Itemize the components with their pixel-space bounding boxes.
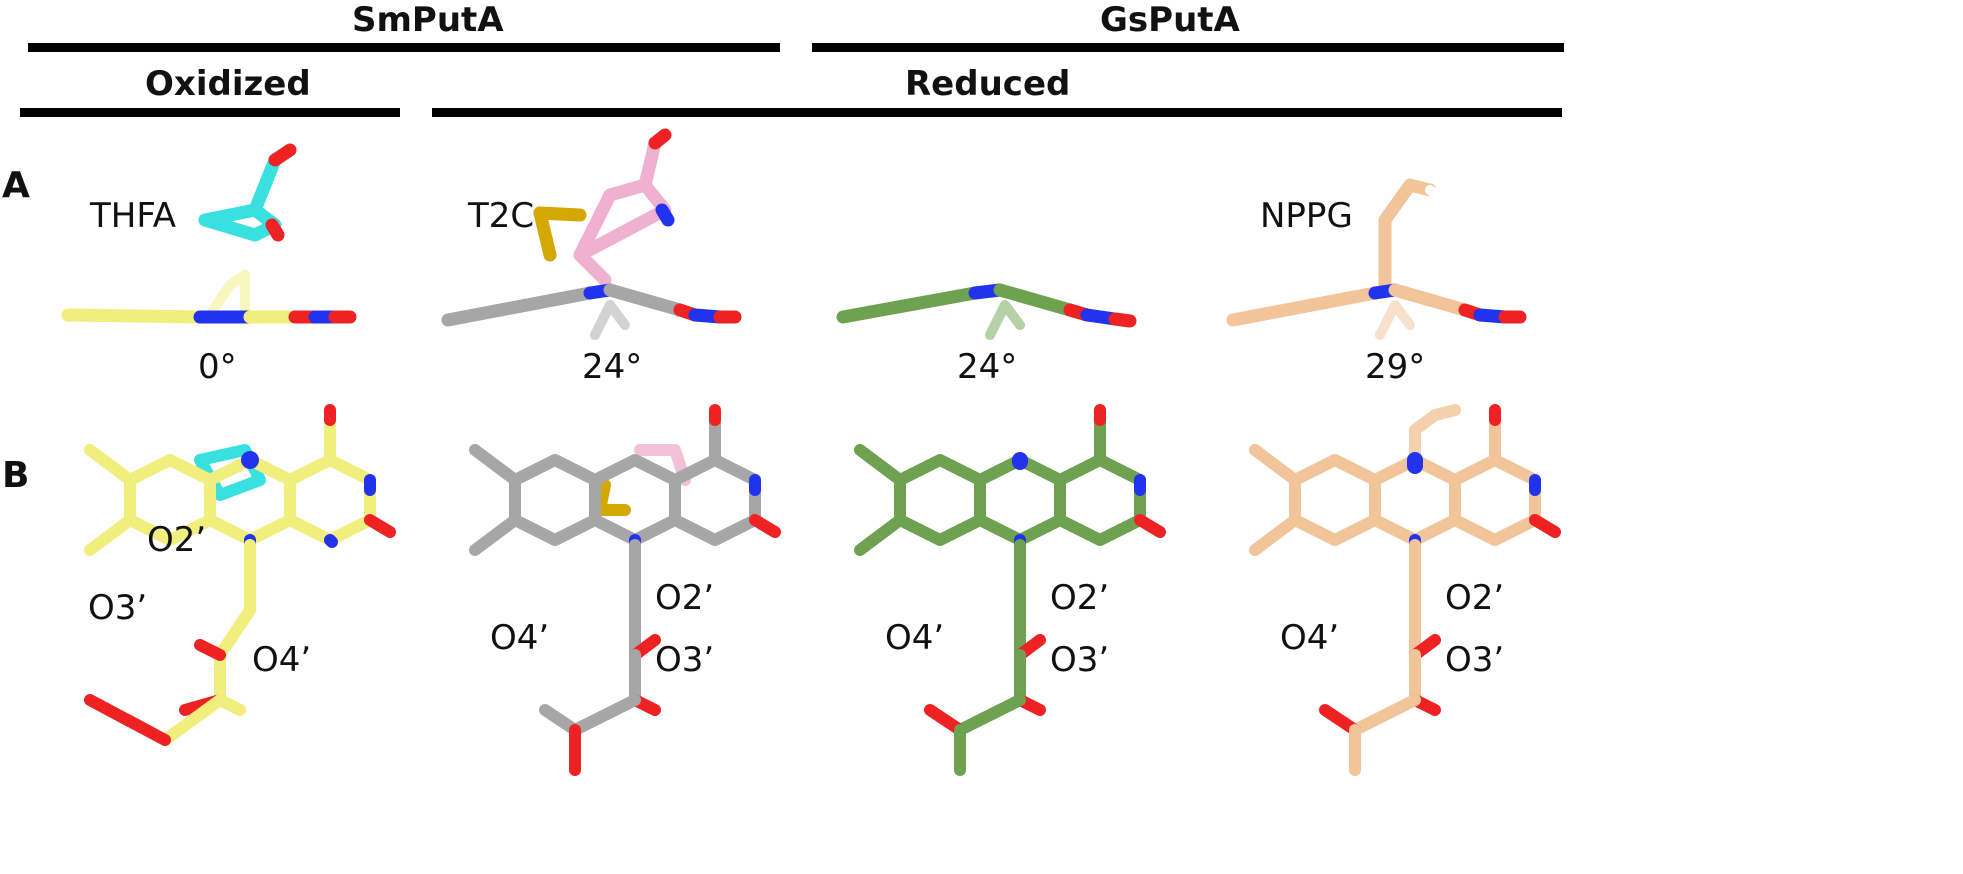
ligand-label-nppg: NPPG: [1260, 196, 1353, 236]
panel-label-b: B: [2, 455, 30, 496]
sideview-gsputa-nppg: [1226, 178, 1527, 340]
atom-label-col4-o3: O3’: [1445, 640, 1505, 680]
bar-smputa: [28, 43, 780, 52]
header-oxidized: Oxidized: [145, 64, 311, 104]
atom-label-col1-o2: O2’: [147, 520, 207, 560]
faceview-gsputa-nppg: [1249, 404, 1561, 776]
atom-label-col3-o3: O3’: [1050, 640, 1110, 680]
atom-label-col1-o3: O3’: [88, 588, 148, 628]
atom-label-col2-o4: O4’: [490, 618, 550, 658]
atom-label-col1-o4: O4’: [252, 640, 312, 680]
atom-label-col4-o4: O4’: [1280, 618, 1340, 658]
header-smputa: SmPutA: [352, 0, 504, 40]
faceview-gsputa-reduced: [854, 404, 1166, 776]
bar-gsputa: [812, 43, 1564, 52]
bar-oxidized: [20, 108, 400, 117]
header-reduced: Reduced: [905, 64, 1071, 104]
faceview-smputa-t2c: [469, 404, 781, 776]
atom-label-col4-o2: O2’: [1445, 578, 1505, 618]
panel-label-a: A: [2, 165, 30, 206]
faceview-smputa-oxidized: [84, 404, 396, 746]
header-gsputa: GsPutA: [1100, 0, 1240, 40]
angle-label-col3: 24°: [957, 347, 1018, 387]
atom-label-col2-o2: O2’: [655, 578, 715, 618]
atom-label-col2-o3: O3’: [655, 640, 715, 680]
sideview-smputa-oxidized: [61, 143, 357, 324]
atom-label-col3-o4: O4’: [885, 618, 945, 658]
angle-label-col1: 0°: [198, 347, 237, 387]
ligand-label-t2c: T2C: [468, 196, 535, 236]
angle-label-col2: 24°: [582, 347, 643, 387]
bar-reduced: [432, 108, 1562, 117]
sideview-smputa-reduced: [441, 128, 742, 340]
angle-label-col4: 29°: [1365, 347, 1426, 387]
sideview-gsputa-reduced: [836, 283, 1137, 340]
ligand-label-thfa: THFA: [90, 196, 177, 236]
atom-label-col3-o2: O2’: [1050, 578, 1110, 618]
